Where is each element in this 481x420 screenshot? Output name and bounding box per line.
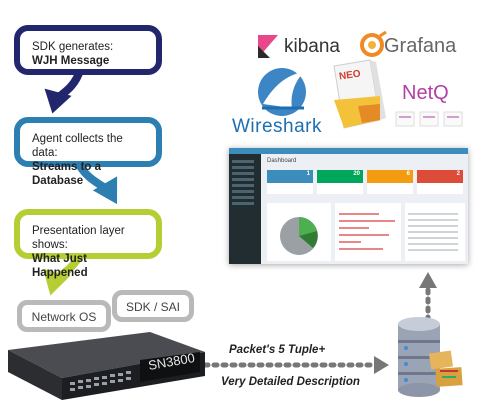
caption-line1: Packet's 5 Tuple+ (229, 344, 326, 356)
step3-line2: What Just Happened (32, 253, 88, 279)
card-3-value: 6 (406, 171, 410, 177)
card-2-value: 20 (353, 171, 360, 177)
dashboard-card-3: 6 (367, 170, 413, 194)
dashboard-bar-panel (335, 203, 401, 261)
dashboard-card-2: 20 (317, 170, 363, 194)
step1-line1: SDK generates: (32, 41, 114, 53)
wireshark-logo: Wireshark (232, 116, 323, 137)
network-os-tag: Network OS (17, 300, 111, 332)
step2-line2: Streams to a Database (32, 161, 102, 187)
step2-bubble: Agent collects the data: Streams to a Da… (14, 117, 162, 187)
arrow-step1-to-step2 (44, 66, 84, 114)
dotted-arrow-db-to-dashboard (419, 272, 437, 323)
card-4-value: 2 (456, 171, 460, 177)
dashboard-pie-panel (267, 203, 331, 261)
switch-device (8, 332, 205, 400)
netq-screens-icon (395, 111, 463, 127)
netq-logo: NetQ (402, 82, 449, 104)
wireshark-icon (258, 68, 306, 116)
step3-bubble: Presentation layer shows: What Just Happ… (14, 209, 162, 279)
database-icon (398, 317, 463, 397)
dashboard-sidebar (229, 154, 261, 264)
grafana-icon (360, 30, 387, 57)
pie-chart-thumbnail (280, 217, 318, 255)
dashboard-title: Dashboard (267, 158, 297, 164)
kibana-icon (258, 35, 278, 58)
kibana-logo: kibana (284, 36, 340, 57)
dashboard-topbar (229, 148, 468, 154)
sdk-sai-tag: SDK / SAI (112, 290, 194, 322)
step3-line1: Presentation layer shows: (32, 225, 125, 251)
card-1-value: 1 (306, 171, 310, 177)
step1-line2: WJH Message (32, 55, 110, 67)
step1-bubble: SDK generates: WJH Message (14, 25, 162, 75)
dotted-arrow-switch-to-db (202, 356, 389, 374)
dashboard-card-1: 1 (267, 170, 313, 194)
dashboard-screenshot: Dashboard 1 20 6 2 (229, 148, 468, 264)
grafana-logo: Grafana (384, 35, 457, 57)
neo-product-box-icon (333, 59, 386, 129)
dashboard-card-4: 2 (417, 170, 463, 194)
step2-line1: Agent collects the data: (32, 133, 123, 159)
caption-line2: Very Detailed Description (221, 376, 360, 388)
dashboard-list-panel (405, 203, 465, 261)
